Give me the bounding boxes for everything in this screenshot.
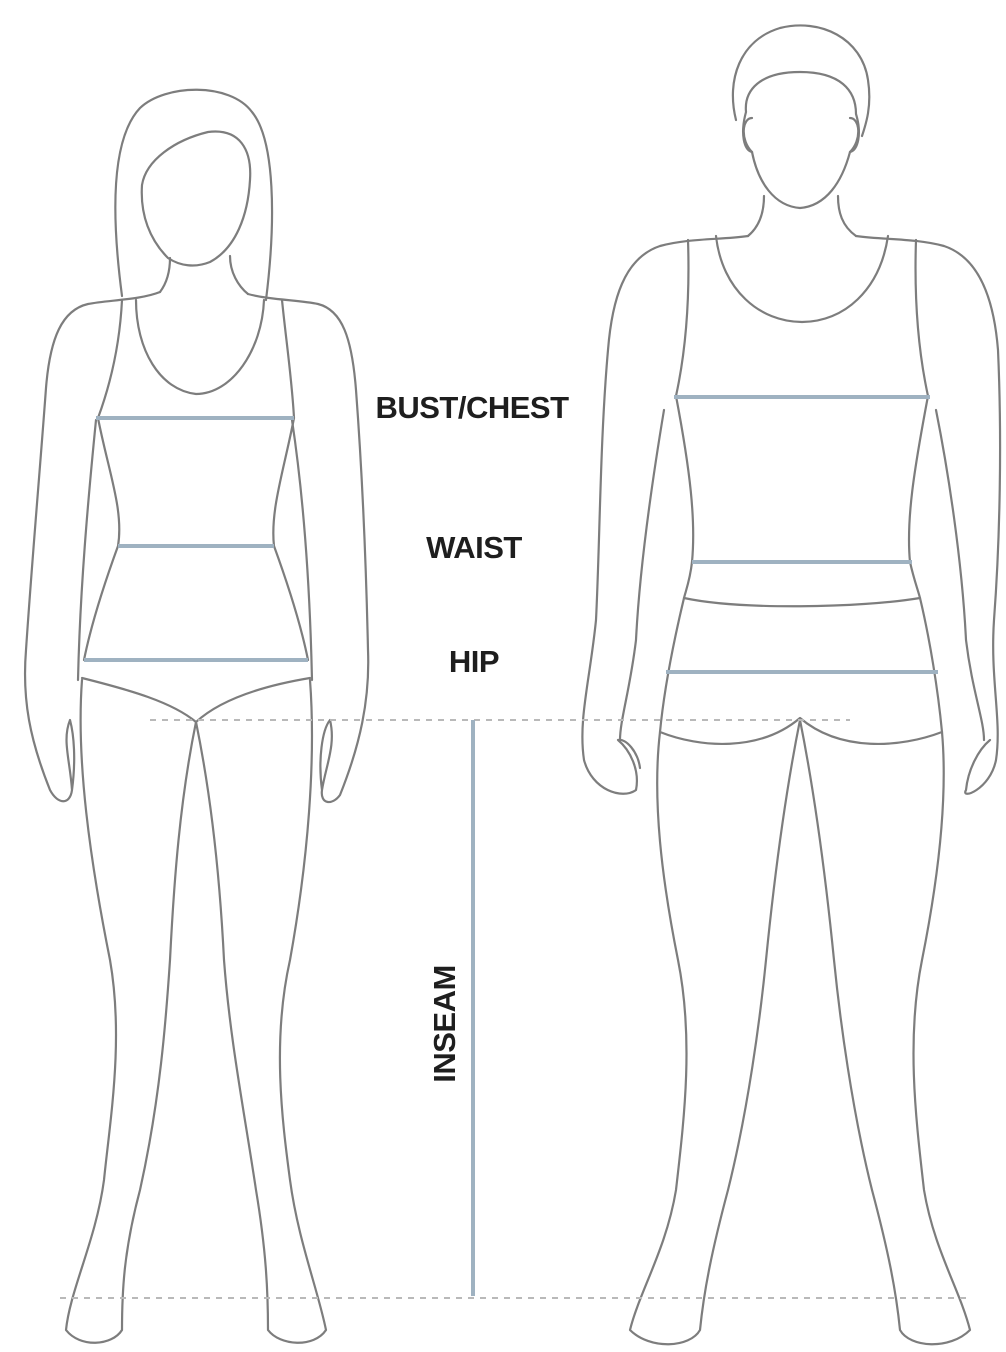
waist-label: WAIST xyxy=(426,530,522,565)
inseam-label: INSEAM xyxy=(427,965,462,1083)
female-briefs xyxy=(82,678,310,722)
bust-chest-label: BUST/CHEST xyxy=(375,390,569,425)
female-face xyxy=(142,132,250,266)
female-figure xyxy=(25,90,368,1343)
male-arm-inner xyxy=(620,410,984,740)
female-legs xyxy=(66,680,326,1343)
male-figure xyxy=(582,25,1000,1344)
male-neck xyxy=(748,196,856,236)
male-ears xyxy=(744,118,859,152)
male-hair xyxy=(733,25,869,136)
male-face xyxy=(743,72,859,208)
hip-label: HIP xyxy=(449,644,499,679)
female-tank-top xyxy=(84,300,308,660)
male-body-outline xyxy=(582,236,1000,794)
male-legs xyxy=(630,720,970,1344)
female-arm-inner xyxy=(78,420,312,680)
male-waistband xyxy=(684,562,920,606)
